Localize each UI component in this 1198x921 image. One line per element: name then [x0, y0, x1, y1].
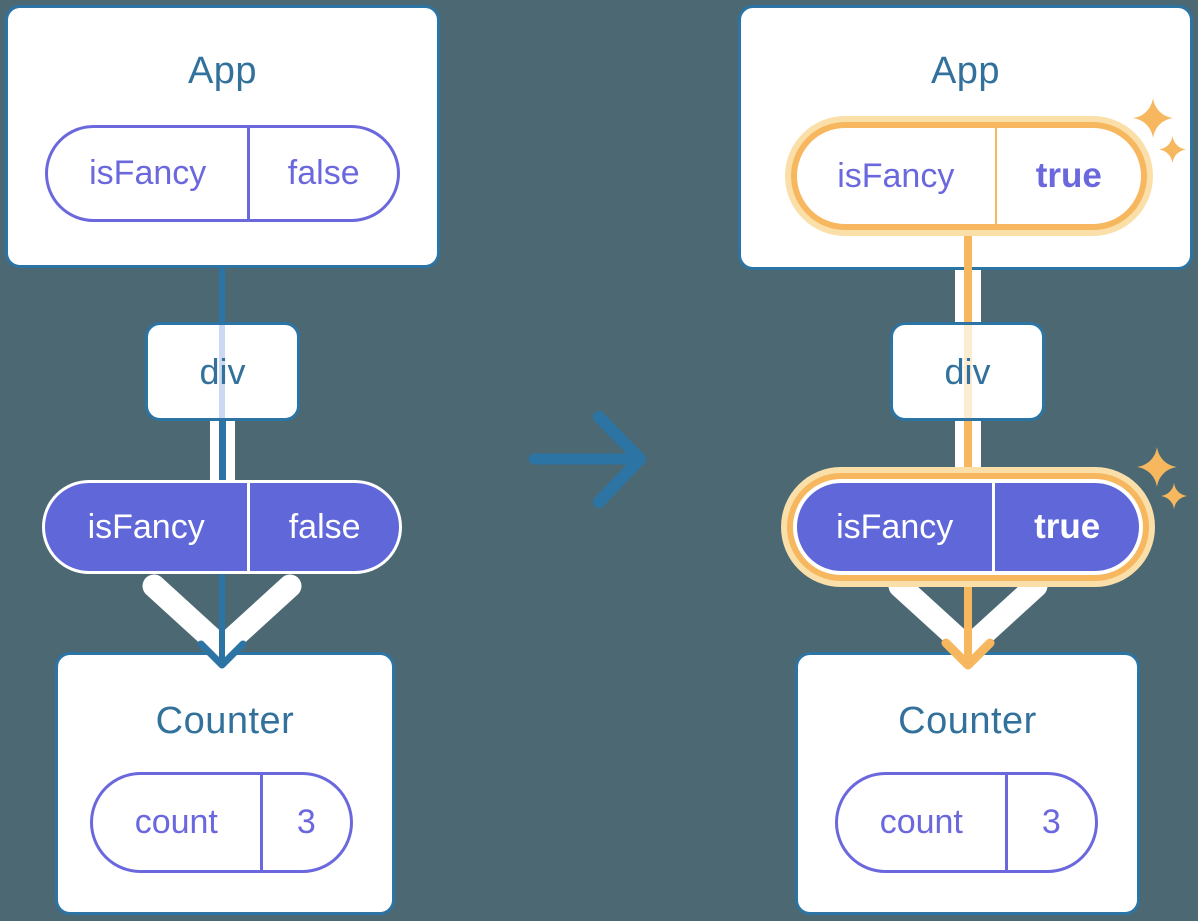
state-value: false [288, 507, 361, 546]
arrowhead-icon [941, 638, 995, 670]
app-prop-pill-highlighted: isFancy true [791, 122, 1147, 230]
prop-flow-arrow [142, 574, 302, 669]
fancy-prop-pipe [955, 268, 981, 324]
sparkle-icon [1159, 136, 1186, 163]
counter-state-pill: count 3 [90, 772, 353, 873]
sparkle-icon [1161, 483, 1187, 509]
state-pill: isFancy false [42, 480, 402, 574]
sparkle-icon [1137, 447, 1177, 487]
prop-pipe [210, 419, 235, 483]
state-name: isFancy [797, 483, 996, 571]
counter-state-name: count [93, 775, 263, 870]
arrowhead-icon [197, 640, 247, 669]
prop-flow-arrow [888, 574, 1048, 670]
counter-card-title: Counter [155, 700, 295, 742]
counter-state-value: 3 [1041, 803, 1061, 841]
div-label: div [944, 350, 991, 392]
counter-state-value: 3 [296, 803, 316, 841]
div-label: div [199, 350, 246, 392]
prop-name: isFancy [797, 128, 997, 224]
state-value: true [1034, 507, 1101, 546]
counter-card-title: Counter [898, 700, 1037, 742]
arrow-head [593, 411, 646, 508]
sparkle-icon [1133, 98, 1173, 138]
prop-name: isFancy [48, 128, 251, 219]
prop-value: false [287, 154, 360, 192]
tree-edge-app-div [219, 264, 225, 326]
fancy-stub-line [964, 225, 972, 270]
fancy-prop-pipe [955, 419, 981, 485]
prop-thread [219, 325, 225, 418]
app-card-title: App [187, 50, 258, 92]
app-card-title: App [930, 50, 1001, 92]
arrow-right-icon [528, 411, 646, 508]
state-pill-highlighted: isFancy true [793, 479, 1143, 575]
app-prop-pill: isFancy false [45, 125, 400, 222]
counter-state-name: count [838, 775, 1008, 870]
counter-state-pill: count 3 [835, 772, 1098, 873]
state-name: isFancy [45, 483, 251, 571]
prop-value: true [1035, 156, 1102, 195]
prop-thread [964, 325, 972, 418]
